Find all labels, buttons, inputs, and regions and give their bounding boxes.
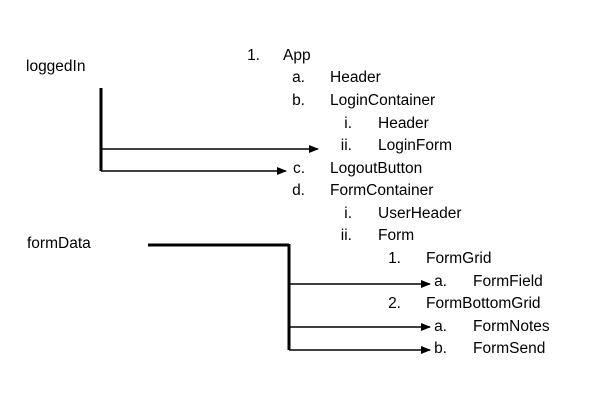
marker-form-container: d. [292, 182, 305, 199]
item-form-container: FormContainer [330, 182, 434, 199]
item-form-field: FormField [473, 273, 543, 290]
item-form: Form [378, 227, 415, 244]
marker-login-header: i. [344, 115, 352, 132]
marker-form-notes: a. [434, 318, 447, 335]
source-formdata-label: formData [27, 235, 91, 252]
item-user-header: UserHeader [378, 205, 462, 222]
item-form-notes: FormNotes [473, 318, 550, 335]
marker-form-send: b. [434, 340, 447, 357]
marker-form-field: a. [434, 273, 447, 290]
item-login-header: Header [378, 115, 429, 132]
item-login-container: LoginContainer [330, 92, 436, 109]
item-logout-button: LogoutButton [330, 160, 423, 177]
item-form-grid: FormGrid [426, 250, 492, 267]
marker-header: a. [292, 69, 305, 86]
marker-login-form: ii. [340, 137, 352, 154]
item-form-send: FormSend [473, 340, 546, 357]
marker-form: ii. [340, 227, 352, 244]
source-loggedin-label: loggedIn [26, 58, 86, 75]
marker-form-grid: 1. [388, 250, 401, 267]
marker-logout-button: c. [292, 160, 305, 177]
item-login-form: LoginForm [378, 137, 453, 154]
item-header: Header [330, 69, 381, 86]
item-form-bottom-grid: FormBottomGrid [426, 295, 541, 312]
marker-form-bottom-grid: 2. [388, 295, 401, 312]
marker-user-header: i. [344, 205, 352, 222]
item-app: App [283, 47, 311, 64]
marker-app: 1. [247, 47, 260, 64]
marker-login-container: b. [292, 92, 305, 109]
